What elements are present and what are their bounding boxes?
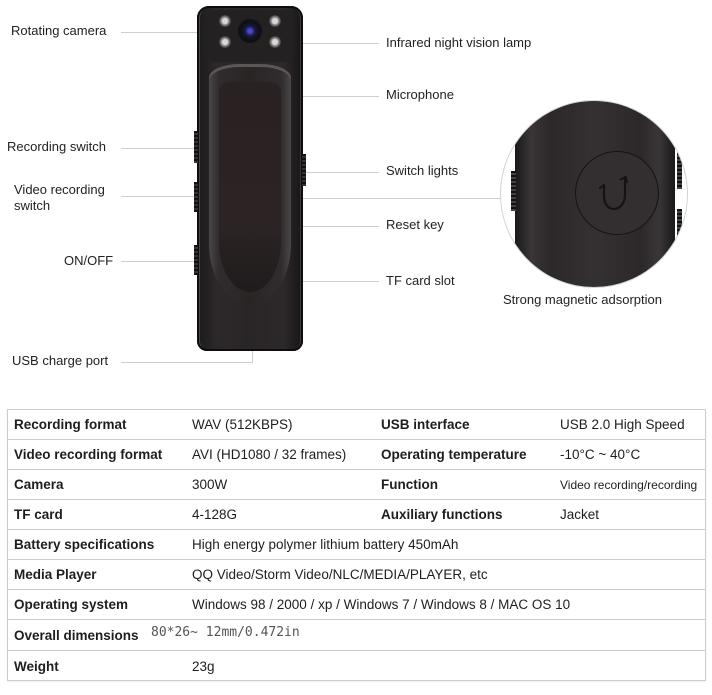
- table-row: Media Player QQ Video/Storm Video/NLC/ME…: [8, 560, 705, 590]
- magnified-caption: Strong magnetic adsorption: [503, 292, 662, 307]
- leader-rotating-camera: [121, 32, 197, 33]
- magnet-icon: [599, 175, 629, 211]
- label-switch-lights: Switch lights: [386, 163, 459, 178]
- spec-value: High energy polymer lithium battery 450m…: [192, 537, 459, 552]
- leader-usb-charge-port: [121, 362, 253, 363]
- spec-value: Video recording/recording: [560, 477, 698, 492]
- spec-value: QQ Video/Storm Video/NLC/MEDIA/PLAYER, e…: [192, 567, 488, 582]
- infrared-led-icon: [219, 15, 231, 27]
- spec-key: Camera: [14, 477, 64, 492]
- spec-key: Function: [381, 477, 438, 492]
- video-recording-switch-button: [194, 182, 198, 212]
- label-tf-card-slot: TF card slot: [386, 273, 455, 288]
- camera-lens-icon: [240, 21, 260, 41]
- spec-value: 4-128G: [192, 507, 238, 522]
- on-off-button: [194, 245, 198, 275]
- leader-on-off: [121, 261, 197, 262]
- label-video-recording-switch-line1: Video recording: [14, 182, 105, 197]
- leader-tf-card-slot: [303, 281, 379, 282]
- magnified-device-body: [515, 101, 675, 287]
- label-rotating-camera: Rotating camera: [11, 23, 107, 38]
- label-infrared-lamp: Infrared night vision lamp: [386, 35, 532, 50]
- spec-key: TF card: [14, 507, 63, 522]
- table-row: Weight 23g: [8, 651, 705, 681]
- spec-key: Video recording format: [14, 447, 163, 462]
- leader-microphone: [303, 96, 379, 97]
- spec-key: Media Player: [14, 567, 97, 582]
- label-usb-charge-port: USB charge port: [12, 353, 109, 368]
- leader-usb-charge-port-vertical: [252, 350, 253, 362]
- back-clip: [209, 64, 291, 304]
- label-recording-switch: Recording switch: [7, 139, 106, 154]
- leader-recording-switch: [121, 148, 197, 149]
- spec-value: 300W: [192, 477, 228, 492]
- spec-value: 23g: [192, 658, 215, 674]
- switch-lights-button: [302, 154, 306, 186]
- magnified-side-button-right-2: [677, 209, 682, 249]
- label-on-off: ON/OFF: [64, 253, 114, 268]
- magnified-back-view: [500, 100, 688, 288]
- spec-value: Windows 98 / 2000 / xp / Windows 7 / Win…: [192, 597, 571, 612]
- spec-key: Overall dimensions: [14, 627, 139, 643]
- label-microphone: Microphone: [386, 87, 454, 102]
- spec-value: WAV (512KBPS): [192, 417, 293, 432]
- spec-key: USB interface: [381, 417, 470, 432]
- magnified-side-button-right: [677, 149, 682, 189]
- spec-key: Weight: [14, 658, 59, 674]
- spec-key: Auxiliary functions: [381, 507, 503, 522]
- spec-table: Recording format WAV (512KBPS) USB inter…: [7, 409, 706, 681]
- table-row: Video recording format AVI (HD1080 / 32 …: [8, 440, 705, 470]
- spec-value: 80*26~ 12mm/0.472in: [151, 624, 300, 640]
- label-reset-key: Reset key: [386, 217, 444, 232]
- leader-magnified-view: [303, 198, 500, 199]
- leader-infrared-lamp: [303, 43, 379, 44]
- spec-key: Battery specifications: [14, 537, 155, 552]
- infrared-led-icon: [219, 36, 231, 48]
- infrared-led-icon: [269, 36, 281, 48]
- magnified-side-button-left: [511, 171, 516, 211]
- table-row: Battery specifications High energy polym…: [8, 530, 705, 560]
- leader-video-recording-switch: [121, 196, 197, 197]
- magnet-ring: [575, 151, 659, 235]
- table-row: TF card 4-128G Auxiliary functions Jacke…: [8, 500, 705, 530]
- clip-inner-panel: [219, 82, 281, 292]
- label-video-recording-switch-line2: switch: [14, 198, 51, 213]
- spec-value: AVI (HD1080 / 32 frames): [192, 447, 347, 462]
- table-row: Overall dimensions 80*26~ 12mm/0.472in: [8, 620, 705, 651]
- leader-switch-lights: [306, 172, 379, 173]
- table-row: Operating system Windows 98 / 2000 / xp …: [8, 590, 705, 620]
- spec-value: USB 2.0 High Speed: [560, 417, 685, 432]
- camera-head: [207, 10, 293, 62]
- spec-value: Jacket: [560, 507, 600, 522]
- camera-device: [197, 6, 303, 351]
- spec-key: Recording format: [14, 417, 127, 432]
- infrared-led-icon: [269, 15, 281, 27]
- spec-key: Operating temperature: [381, 447, 527, 462]
- recording-switch-button: [194, 131, 198, 163]
- table-row: Recording format WAV (512KBPS) USB inter…: [8, 410, 705, 440]
- leader-reset-key: [303, 226, 379, 227]
- spec-key: Operating system: [14, 597, 129, 612]
- table-row: Camera 300W Function Video recording/rec…: [8, 470, 705, 500]
- spec-value: -10°C ~ 40°C: [560, 447, 641, 462]
